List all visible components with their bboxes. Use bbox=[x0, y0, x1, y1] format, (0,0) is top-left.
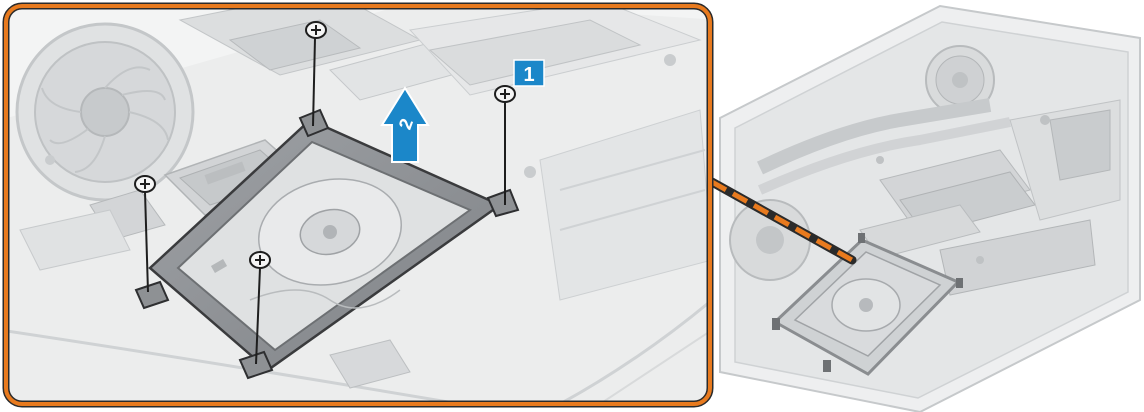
zoom-port bbox=[329, 339, 411, 389]
bracket-tab-right bbox=[486, 188, 520, 218]
overview-memory-modules bbox=[859, 149, 1036, 259]
zoom-board-left bbox=[19, 209, 131, 271]
up-arrow-icon: 2 bbox=[380, 86, 430, 163]
hard-drive-icon bbox=[134, 108, 520, 380]
callout-1-box: 1 bbox=[513, 59, 545, 87]
callout-1-label: 1 bbox=[523, 64, 534, 86]
fan-icon bbox=[15, 22, 195, 202]
screw-icon bbox=[249, 251, 271, 365]
overview-heatpipe bbox=[756, 98, 992, 175]
screw-icon bbox=[134, 175, 156, 293]
bracket-tab-left bbox=[134, 280, 170, 310]
overview-heatpipe-2 bbox=[757, 117, 1011, 195]
screw-icon bbox=[305, 21, 327, 127]
screw-icon bbox=[494, 85, 516, 205]
leader-line bbox=[710, 179, 854, 263]
zoomed-detail: 2 1 bbox=[2, 2, 714, 408]
zoom-frame bbox=[4, 4, 712, 406]
zoom-chip-top bbox=[228, 19, 362, 71]
overview-chip bbox=[1049, 109, 1111, 181]
overview-fan-left-icon bbox=[729, 199, 811, 281]
laptop-overview bbox=[707, 4, 1141, 412]
zoom-side-panel bbox=[539, 109, 710, 301]
overview-hard-drive-icon bbox=[772, 233, 963, 376]
